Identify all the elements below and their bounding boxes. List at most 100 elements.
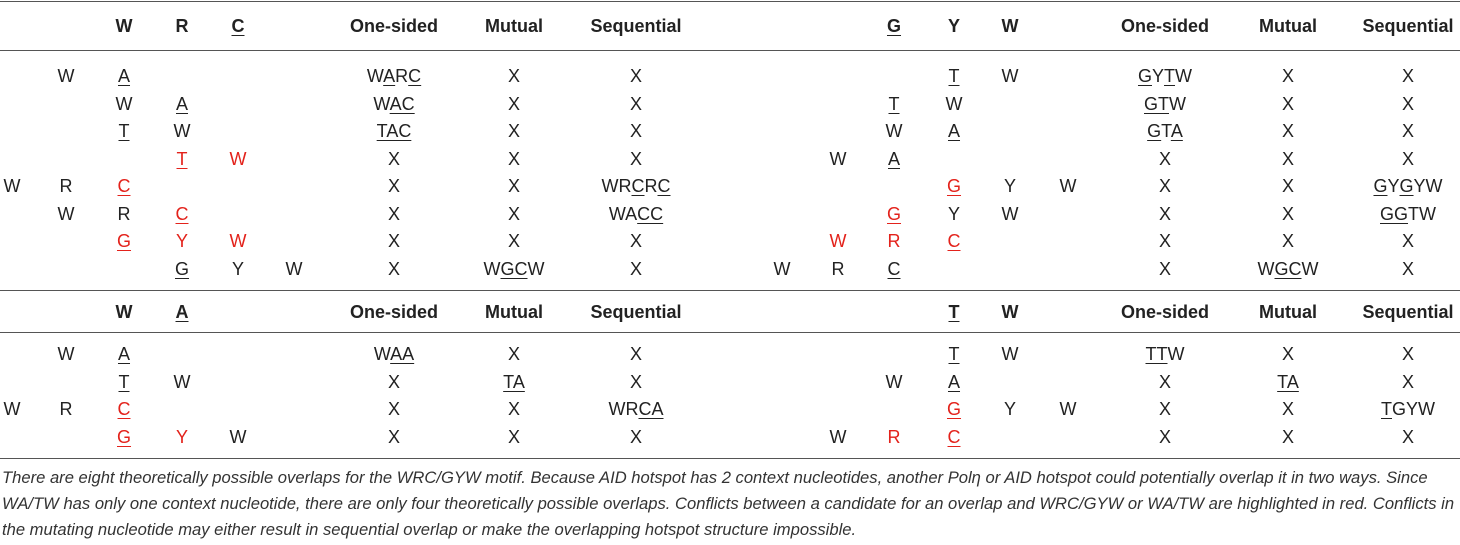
- gyw-block-cell: W: [830, 230, 847, 252]
- wa-block-cell: X: [630, 343, 642, 365]
- wrc-block-cell: WACC: [609, 203, 663, 225]
- nucleotide-text: X: [1281, 399, 1295, 419]
- nucleotide-text: GYW: [1392, 399, 1435, 419]
- nucleotide-text: X: [1401, 93, 1415, 114]
- wa-block-cell: C: [118, 398, 131, 420]
- nucleotide-text: X: [1281, 93, 1295, 114]
- nucleotide-text: X: [1281, 66, 1295, 86]
- tw-block-cell: X: [1402, 343, 1414, 365]
- gyw-block-cell: X: [1402, 93, 1414, 115]
- nucleotide-text: W: [57, 203, 75, 224]
- gyw-block-cell: X: [1159, 203, 1171, 225]
- nucleotide-text: R: [887, 231, 901, 251]
- nucleotide-text: Sequential: [1362, 16, 1454, 36]
- nucleotide-text: One-sided: [349, 302, 439, 322]
- wa-block-cell: X: [388, 426, 400, 448]
- nucleotide-text: Sequential: [1362, 302, 1454, 322]
- nucleotide-text: X: [629, 93, 643, 114]
- wrc-block-cell: W: [58, 203, 75, 225]
- tw-block-cell: X: [1159, 398, 1171, 420]
- nucleotide-text: X: [1401, 258, 1415, 279]
- wrc-block-cell: X: [630, 93, 642, 115]
- nucleotide-text: W: [115, 93, 133, 114]
- wa-block-cell: W: [230, 426, 247, 448]
- gyw-block-cell: X: [1282, 148, 1294, 170]
- wa-block-cell: TA: [503, 371, 525, 393]
- wrc-block-cell: X: [388, 203, 400, 225]
- wrc-block-cell: W: [230, 148, 247, 170]
- gyw-block-cell: X: [1282, 175, 1294, 197]
- nucleotide-text: A: [887, 148, 901, 169]
- nucleotide-text: T: [118, 121, 130, 141]
- nucleotide-text: X: [629, 121, 643, 141]
- nucleotide-text: X: [1281, 426, 1295, 447]
- wrc-block-cell: T: [177, 148, 188, 170]
- table-caption: There are eight theoretically possible o…: [2, 468, 1455, 539]
- tw-block-cell: G: [947, 398, 961, 420]
- nucleotide-text: W: [1001, 203, 1019, 224]
- gyw-block-cell: A: [948, 120, 960, 142]
- gyw-block-cell: X: [1402, 120, 1414, 142]
- wa-block-cell: T: [119, 371, 130, 393]
- nucleotide-text: W: [1167, 344, 1185, 364]
- gyw-block-cell: W: [774, 258, 791, 280]
- nucleotide-text: AC: [389, 93, 415, 114]
- nucleotide-text: W: [115, 302, 133, 322]
- nucleotide-text: Sequential: [590, 16, 682, 36]
- nucleotide-text: T: [948, 344, 960, 364]
- gyw-block-header-cell: G: [887, 15, 901, 37]
- nucleotide-text: W: [527, 258, 545, 279]
- nucleotide-text: WR: [601, 176, 632, 196]
- wa-block-cell: WRCA: [608, 398, 663, 420]
- nucleotide-text: A: [947, 121, 961, 141]
- wrc-block-cell: Y: [232, 258, 244, 280]
- nucleotide-text: T: [948, 66, 960, 86]
- nucleotide-text: W: [1059, 176, 1077, 196]
- nucleotide-text: X: [507, 176, 521, 196]
- wrc-block-cell: X: [508, 203, 520, 225]
- wrc-block-cell: X: [508, 93, 520, 115]
- wrc-block-cell: A: [118, 65, 130, 87]
- gyw-block-cell: W: [1002, 203, 1019, 225]
- wrc-block-cell: X: [630, 258, 642, 280]
- gyw-block-cell: X: [1402, 65, 1414, 87]
- tw-block-header-cell: T: [949, 301, 960, 323]
- tw-block-cell: X: [1402, 371, 1414, 393]
- nucleotide-text: X: [507, 426, 521, 447]
- tw-block-cell: X: [1159, 371, 1171, 393]
- tw-block-cell: X: [1159, 426, 1171, 448]
- tw-block-cell: TGYW: [1381, 398, 1435, 420]
- wa-block-cell: Y: [176, 426, 188, 448]
- nucleotide-text: W: [366, 66, 384, 86]
- nucleotide-text: X: [387, 426, 401, 447]
- nucleotide-text: R: [887, 426, 901, 447]
- wrc-block-cell: Y: [176, 230, 188, 252]
- nucleotide-text: W: [373, 344, 391, 364]
- nucleotide-text: W: [115, 16, 133, 36]
- nucleotide-text: TA: [503, 371, 525, 392]
- nucleotide-text: X: [629, 148, 643, 169]
- nucleotide-text: One-sided: [1120, 302, 1210, 322]
- nucleotide-text: X: [1281, 121, 1295, 141]
- nucleotide-text: W: [1301, 258, 1319, 279]
- nucleotide-text: Y: [947, 203, 961, 224]
- wa-block-cell: X: [508, 343, 520, 365]
- nucleotide-text: X: [507, 399, 521, 419]
- nucleotide-text: C: [408, 66, 422, 86]
- nucleotide-text: WR: [608, 399, 639, 419]
- nucleotide-text: C: [631, 176, 645, 196]
- wrc-block-cell: X: [388, 230, 400, 252]
- nucleotide-text: Y: [175, 426, 189, 447]
- nucleotide-text: X: [1281, 176, 1295, 196]
- wa-block-header-cell: W: [116, 301, 133, 323]
- gyw-block-cell: W: [830, 148, 847, 170]
- wrc-block-cell: R: [60, 175, 73, 197]
- nucleotide-text: G: [946, 399, 962, 419]
- nucleotide-text: X: [1158, 258, 1172, 279]
- nucleotide-text: W: [229, 148, 247, 169]
- wa-block-header-cell: Sequential: [590, 301, 681, 323]
- nucleotide-text: W: [1001, 66, 1019, 86]
- nucleotide-text: Y: [1003, 399, 1017, 419]
- nucleotide-text: X: [1158, 426, 1172, 447]
- nucleotide-text: R: [59, 176, 73, 196]
